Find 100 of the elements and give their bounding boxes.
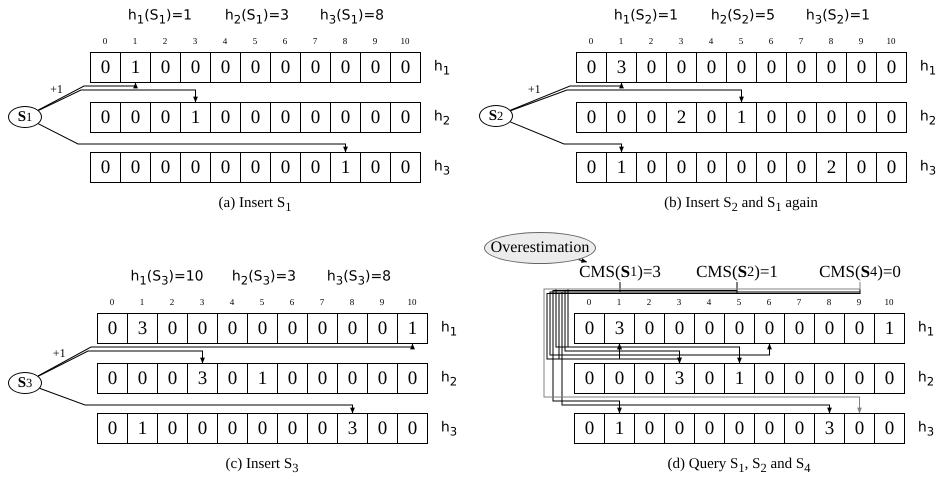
counter-cell: 0 [786, 102, 817, 133]
arrow [38, 123, 348, 153]
counter-cell: 0 [846, 102, 877, 133]
hash-value: h$_{3}$(S$_{2}$)=1 [806, 8, 870, 26]
counter-cell: 0 [816, 102, 847, 133]
row-label: h$_{3}$ [434, 158, 450, 178]
index-number: 8 [826, 297, 832, 307]
counter-cell: 0 [97, 363, 128, 394]
index-number: 5 [738, 36, 744, 46]
counter-cell: 1 [330, 152, 361, 183]
counter-cell: 0 [360, 52, 391, 83]
counter-cell: 0 [846, 52, 877, 83]
hash-value: h$_{1}$(S$_{3}$)=10 [130, 268, 204, 288]
index-number: 0 [586, 297, 592, 307]
counter-cell: 0 [330, 102, 361, 133]
counter-cell: 0 [694, 313, 725, 344]
counter-cell: 0 [876, 152, 907, 183]
index-number: 3 [192, 36, 198, 46]
counter-cell: 0 [694, 413, 725, 444]
counter-cell: 0 [634, 413, 665, 444]
row-label: h$_{2}$ [440, 370, 458, 388]
counter-cell: 2 [666, 102, 697, 133]
counter-cell: 0 [816, 52, 847, 83]
counter-cell: 0 [696, 152, 727, 183]
counter-cell: 0 [240, 52, 271, 83]
index-number: 5 [252, 36, 258, 46]
index-number: 10 [886, 36, 896, 46]
counter-cell: 1 [127, 413, 158, 444]
counter-cell: 0 [726, 52, 757, 83]
counter-cell: 0 [876, 102, 907, 133]
caption: (a) Insert S$_{1}$ [218, 195, 292, 215]
counter-cell: 0 [97, 313, 128, 344]
counter-cell: 0 [814, 363, 845, 394]
arrow [38, 343, 415, 376]
counter-cell: 0 [210, 152, 241, 183]
edge-label: +1 [50, 83, 63, 96]
counter-cell: 0 [367, 413, 398, 444]
counter-cell: 0 [844, 413, 875, 444]
index-number: 10 [400, 36, 410, 46]
index-number: 3 [678, 36, 684, 46]
index-number: 9 [372, 36, 378, 46]
counter-cell: 0 [300, 152, 331, 183]
counter-cell: 0 [217, 363, 248, 394]
counter-cell: 0 [337, 313, 368, 344]
counter-cell: 0 [270, 102, 301, 133]
counter-cell: 1 [726, 102, 757, 133]
index-number: 2 [646, 297, 652, 307]
index-number: 7 [796, 297, 802, 307]
index-number: 8 [828, 36, 834, 46]
counter-cell: 3 [664, 363, 695, 394]
index-number: 4 [230, 297, 234, 307]
index-number: 10 [884, 297, 894, 307]
counter-cell: 0 [846, 152, 877, 183]
counter-cell: 1 [180, 102, 211, 133]
counter-cell: 0 [120, 102, 151, 133]
counter-cell: 3 [814, 413, 845, 444]
counter-cell: 0 [187, 413, 218, 444]
counter-cell: 0 [784, 413, 815, 444]
caption: (b) Insert S$_{2}$ and S$_{1}$ again [664, 195, 818, 215]
counter-cell: 0 [277, 413, 308, 444]
caption: (c) Insert S$_{3}$ [226, 456, 298, 476]
counter-cell: 0 [270, 52, 301, 83]
index-number: 10 [408, 297, 416, 307]
counter-cell: 0 [784, 313, 815, 344]
index-number: 5 [736, 297, 742, 307]
counter-cell: 0 [696, 52, 727, 83]
row-label: h$_{3}$ [918, 420, 934, 438]
counter-cell: 0 [97, 413, 128, 444]
counter-cell: 0 [874, 363, 905, 394]
row-label: h$_{2}$ [918, 370, 934, 388]
index-number: 8 [342, 36, 348, 46]
row-label: h$_{2}$ [920, 108, 936, 128]
counter-cell: 1 [604, 413, 635, 444]
arrow [38, 350, 205, 377]
counter-cell: 0 [390, 152, 421, 183]
counter-cell: 0 [390, 102, 421, 133]
arrow [510, 90, 744, 112]
counter-cell: 0 [664, 313, 695, 344]
counter-cell: 0 [756, 52, 787, 83]
row-label: h$_{1}$ [920, 58, 936, 78]
counter-cell: 0 [210, 52, 241, 83]
counter-cell: 0 [300, 52, 331, 83]
counter-cell: 0 [307, 363, 338, 394]
counter-cell: 0 [634, 363, 665, 394]
counter-cell: 0 [90, 102, 121, 133]
counter-cell: 0 [604, 363, 635, 394]
hash-value: h$_{3}$(S$_{1}$)=8 [320, 8, 384, 26]
index-number: 9 [380, 297, 384, 307]
caption: (d) Query S$_{1}$, S$_{2}$ and S$_{4}$ [668, 456, 810, 476]
counter-cell: 0 [210, 102, 241, 133]
counter-cell: 0 [636, 52, 667, 83]
counter-cell: 0 [150, 52, 181, 83]
counter-cell: 3 [337, 413, 368, 444]
counter-cell: 0 [664, 413, 695, 444]
counter-cell: 1 [247, 363, 278, 394]
counter-cell: 0 [360, 102, 391, 133]
counter-cell: 0 [90, 52, 121, 83]
counter-cell: 0 [120, 152, 151, 183]
edge-label: +1 [52, 347, 66, 360]
counter-cell: 0 [300, 102, 331, 133]
